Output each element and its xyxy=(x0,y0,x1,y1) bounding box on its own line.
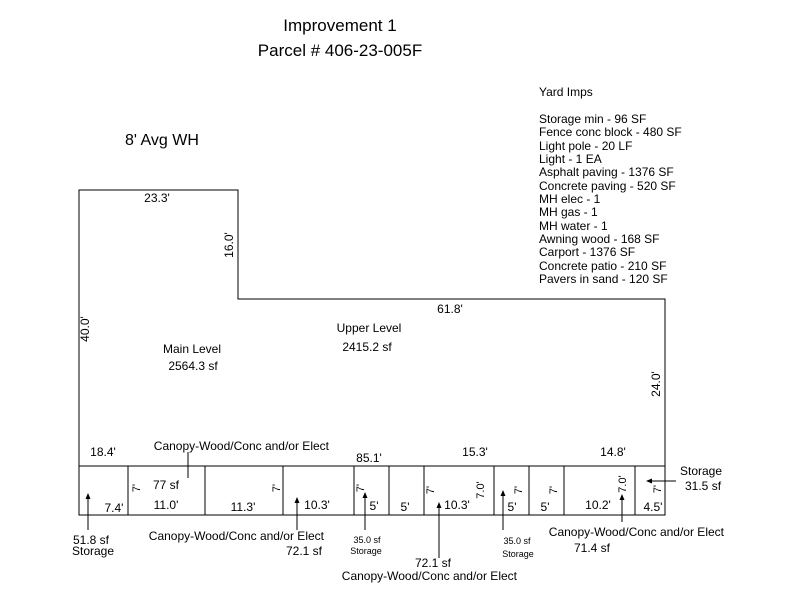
arrow-up-icon xyxy=(362,492,368,498)
yard-imps-item: MH elec - 1 xyxy=(539,192,601,206)
main-level-name: Main Level xyxy=(163,342,221,356)
dimension-label: 15.3' xyxy=(462,445,488,459)
segment-depth: 7' xyxy=(355,484,367,492)
yard-imps-item: Carport - 1376 SF xyxy=(539,245,636,259)
canopy-callout: Canopy-Wood/Conc and/or Elect xyxy=(154,439,330,453)
dimension-label: 23.3' xyxy=(144,191,170,205)
area-callout: 35.0 sf xyxy=(353,535,381,545)
area-callout: 77 sf xyxy=(153,478,180,492)
segment-dimension: 10.2' xyxy=(585,498,611,512)
yard-imps-item: Fence conc block - 480 SF xyxy=(539,125,682,139)
upper-level-name: Upper Level xyxy=(337,321,402,335)
segment-depth: 7' xyxy=(513,486,525,494)
yard-imps-item: Light - 1 EA xyxy=(539,152,602,166)
yard-imps-item: MH gas - 1 xyxy=(539,205,598,219)
dimension-label: 24.0' xyxy=(649,371,663,397)
segment-depth: 7' xyxy=(548,486,560,494)
area-callout: 72.1 sf xyxy=(286,544,323,558)
segment-dimension: 4.5' xyxy=(644,500,663,514)
wall-height-label: 8' Avg WH xyxy=(125,132,199,149)
segment-depth: 7' xyxy=(271,484,283,492)
arrow-up-icon xyxy=(294,497,300,503)
segment-depth: 7' xyxy=(131,484,143,492)
segment-dimension: 5' xyxy=(370,499,379,513)
yard-imps-item: Light pole - 20 LF xyxy=(539,139,633,153)
segment-dimension: 10.3' xyxy=(444,498,470,512)
yard-imps-item: Concrete paving - 520 SF xyxy=(539,179,676,193)
area-callout: 72.1 sf xyxy=(415,556,452,570)
storage-callout: Storage xyxy=(72,544,114,558)
pointer-arrows xyxy=(85,478,652,508)
yard-imps-item: Awning wood - 168 SF xyxy=(539,232,660,246)
yard-imps-item: Pavers in sand - 120 SF xyxy=(539,272,668,286)
segment-dimension: 7.4' xyxy=(105,501,124,515)
dimension-label: 85.1' xyxy=(356,451,382,465)
yard-imps-item: MH water - 1 xyxy=(539,219,608,233)
parcel-number: Parcel # 406-23-005F xyxy=(257,41,423,60)
segment-dimension: 5' xyxy=(508,500,517,514)
arrow-up-icon xyxy=(500,490,506,496)
area-callout: 71.4 sf xyxy=(574,541,611,555)
storage-callout: Storage xyxy=(680,464,722,478)
dimension-label: 16.0' xyxy=(222,232,236,258)
upper-level-area: 2415.2 sf xyxy=(342,340,392,354)
segment-depth: 7' xyxy=(425,486,437,494)
segment-dividers xyxy=(127,466,636,515)
storage-callout: Storage xyxy=(350,546,382,556)
dimension-label: 61.8' xyxy=(437,302,463,316)
area-callout: 51.8 sf xyxy=(73,533,110,547)
pointer-lines xyxy=(87,452,676,558)
canopy-strip xyxy=(78,465,666,516)
yard-imps-item: Storage min - 96 SF xyxy=(539,112,647,126)
canopy-callout: Canopy-Wood/Conc and/or Elect xyxy=(549,525,725,539)
segment-dimension: 11.3' xyxy=(231,500,256,514)
arrow-up-icon xyxy=(619,494,625,500)
yard-imps-item: Asphalt paving - 1376 SF xyxy=(539,165,674,179)
segment-depth: 7.0' xyxy=(617,475,629,492)
arrow-up-icon xyxy=(436,502,442,508)
page-title: Improvement 1 xyxy=(283,16,397,35)
segment-dimension: 10.3' xyxy=(304,498,330,512)
yard-imps-item: Concrete patio - 210 SF xyxy=(539,259,667,273)
segment-depth: 7.0' xyxy=(475,481,487,498)
dimension-label: 18.4' xyxy=(90,445,116,459)
arrow-up-icon xyxy=(85,493,91,499)
segment-dimension: 5' xyxy=(541,500,550,514)
main-level-area: 2564.3 sf xyxy=(168,359,218,373)
canopy-callout: Canopy-Wood/Conc and/or Elect xyxy=(149,529,325,543)
segment-dimension: 11.0' xyxy=(154,498,179,512)
storage-callout: Storage xyxy=(502,549,534,559)
arrow-left-icon xyxy=(646,478,652,484)
canopy-callout: Canopy-Wood/Conc and/or Elect xyxy=(342,569,518,583)
dimension-label: 40.0' xyxy=(78,316,92,342)
dimension-label: 14.8' xyxy=(600,445,626,459)
area-callout: 31.5 sf xyxy=(685,479,722,493)
segment-dimension: 5' xyxy=(401,500,410,514)
area-callout: 35.0 sf xyxy=(503,536,531,546)
yard-imps-heading: Yard Imps xyxy=(539,85,593,99)
segment-depth: 7' xyxy=(652,485,664,493)
